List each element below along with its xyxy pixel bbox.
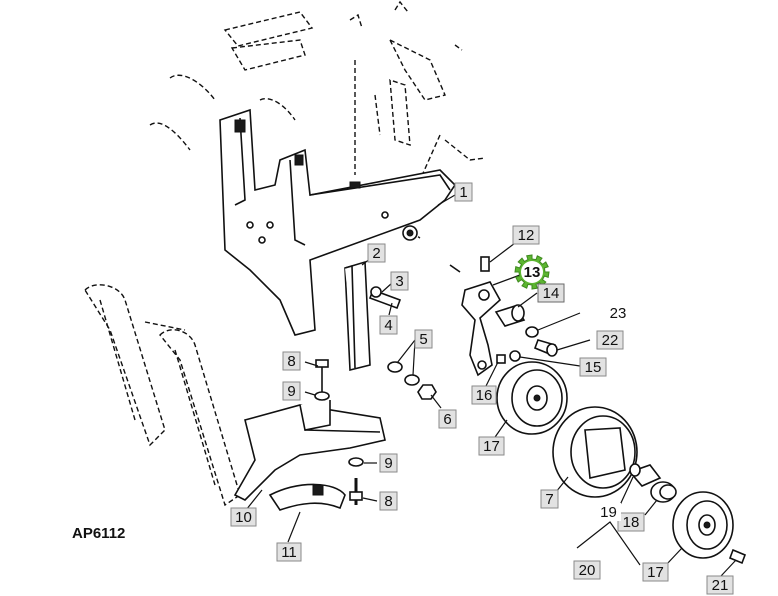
gear-hub <box>521 261 543 283</box>
svg-text:1: 1 <box>459 184 467 201</box>
callout-19: 19 <box>596 503 621 521</box>
callout-17-upper: 17 <box>478 436 505 456</box>
callout-20: 20 <box>573 560 601 580</box>
callout-6: 6 <box>438 409 457 429</box>
svg-text:14: 14 <box>543 285 560 302</box>
callout-21: 21 <box>706 575 734 595</box>
svg-text:17: 17 <box>483 438 500 455</box>
svg-text:4: 4 <box>384 317 392 334</box>
svg-text:3: 3 <box>395 273 403 290</box>
assembly-20-bracket <box>576 521 641 566</box>
tine-shank <box>344 260 371 372</box>
rim-7 <box>552 406 638 498</box>
depth-arm <box>461 281 502 377</box>
leader-lines <box>245 194 737 577</box>
callout-8-lower: 8 <box>379 491 398 511</box>
svg-text:17: 17 <box>647 564 664 581</box>
spacer-19 <box>628 463 662 487</box>
svg-text:15: 15 <box>585 359 602 376</box>
callout-9-lower: 9 <box>379 453 398 473</box>
svg-text:9: 9 <box>384 455 392 472</box>
callout-12: 12 <box>512 225 540 245</box>
sweep-point <box>268 483 346 511</box>
bolt-22 <box>533 339 558 357</box>
svg-text:9: 9 <box>287 383 295 400</box>
callout-5: 5 <box>414 329 433 349</box>
figure-id: AP6112 <box>72 525 125 542</box>
bushing-14 <box>494 304 526 327</box>
callout-1: 1 <box>454 182 473 202</box>
callout-3: 3 <box>390 271 409 291</box>
main-frame <box>219 108 461 336</box>
svg-text:19: 19 <box>600 504 617 521</box>
svg-text:18: 18 <box>623 514 640 531</box>
bolt-5-washer <box>387 361 437 400</box>
callout-4: 4 <box>379 315 398 335</box>
bolt-8-upper <box>314 359 330 401</box>
svg-text:8: 8 <box>287 353 295 370</box>
callout-7: 7 <box>540 489 559 509</box>
callout-16: 16 <box>471 385 497 405</box>
svg-text:8: 8 <box>384 493 392 510</box>
callout-9-upper: 9 <box>282 381 301 401</box>
ghost-left-tines <box>84 284 241 507</box>
callout-23: 23 <box>605 304 631 322</box>
svg-text:20: 20 <box>579 562 596 579</box>
svg-text:23: 23 <box>610 305 627 322</box>
callout-8-upper: 8 <box>282 351 301 371</box>
svg-text:12: 12 <box>518 227 535 244</box>
callout-14: 14 <box>537 283 565 303</box>
hub-17-lower <box>672 491 734 559</box>
svg-text:21: 21 <box>712 577 729 594</box>
callout-18: 18 <box>617 512 645 532</box>
bolt-3 <box>368 286 402 310</box>
bushing-18 <box>650 481 677 503</box>
callout-11: 11 <box>276 542 302 562</box>
svg-text:22: 22 <box>602 332 619 349</box>
callout-10: 10 <box>230 507 257 527</box>
callout-2: 2 <box>367 243 386 263</box>
svg-text:7: 7 <box>545 491 553 508</box>
svg-text:5: 5 <box>419 331 427 348</box>
svg-text:16: 16 <box>476 387 493 404</box>
callout-15: 15 <box>579 357 607 377</box>
bolt-8-lower <box>348 457 364 505</box>
svg-text:10: 10 <box>235 509 252 526</box>
svg-text:2: 2 <box>372 245 380 262</box>
nut-15 <box>509 350 521 362</box>
washer-23 <box>525 326 539 338</box>
sweep-blade <box>233 400 386 501</box>
svg-text:11: 11 <box>281 544 297 561</box>
callout-13-highlighted: 13 <box>514 254 550 290</box>
hub-17-upper <box>496 361 568 435</box>
bolt-12 <box>480 256 490 272</box>
bolt-16 <box>496 354 506 364</box>
callout-22: 22 <box>596 330 624 350</box>
svg-text:13: 13 <box>524 264 541 281</box>
svg-text:6: 6 <box>443 411 451 428</box>
callout-17-lower: 17 <box>642 562 669 582</box>
bolt-21 <box>728 548 747 565</box>
